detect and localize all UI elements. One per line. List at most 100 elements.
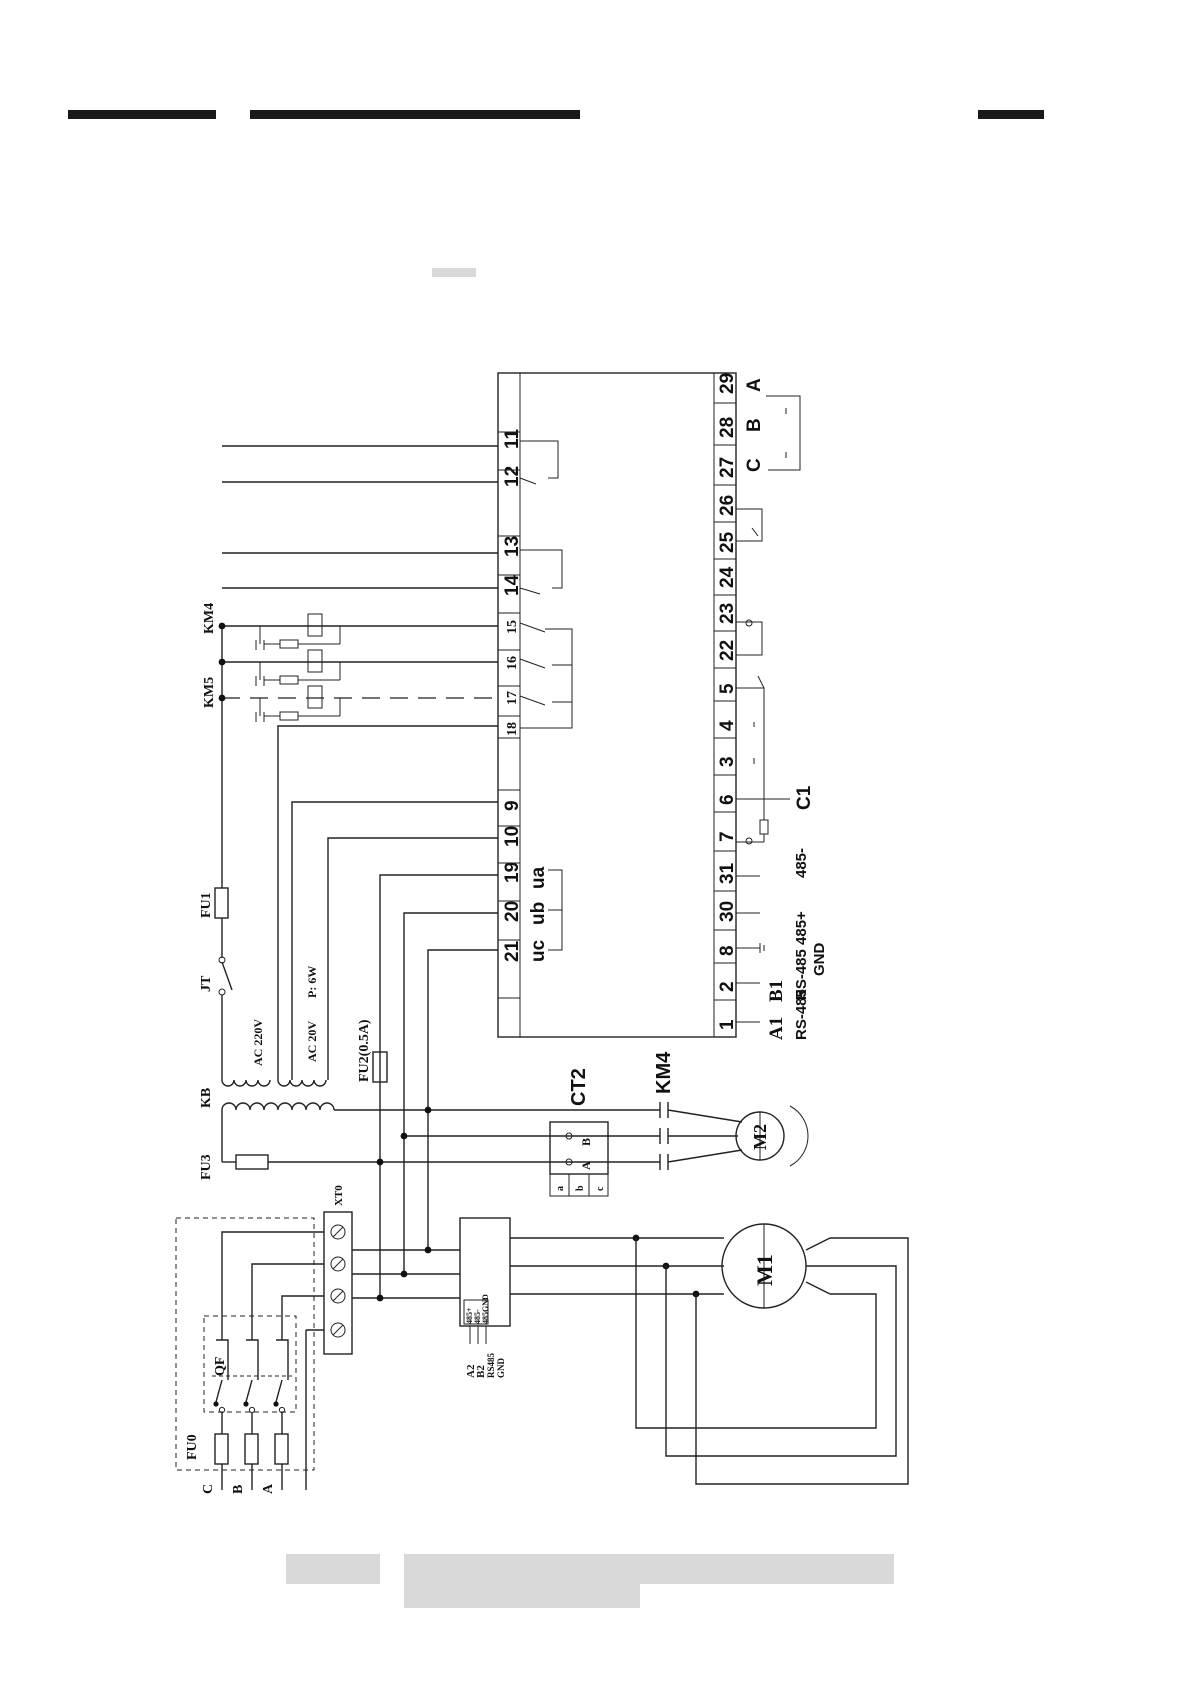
terminal-23: 23 xyxy=(717,603,738,624)
label-ua: ua xyxy=(528,866,549,889)
redacted-caption-b xyxy=(404,1554,894,1584)
terminal-28: 28 xyxy=(717,417,738,438)
module-label-gnd: GND xyxy=(496,1358,506,1379)
terminal-16: 16 xyxy=(505,656,520,670)
label-m2: M2 xyxy=(750,1124,770,1150)
terminal-12: 12 xyxy=(502,466,523,487)
internal-relays xyxy=(519,440,573,729)
label-B: B xyxy=(744,418,765,432)
ct-label-B: B xyxy=(579,1138,593,1146)
top-terminal-numbers: 29 28 27 26 25 24 23 22 5 4 3 6 7 31 30 … xyxy=(714,373,738,1030)
ct-label-b: b xyxy=(575,1185,586,1191)
label-km4-top: KM4 xyxy=(202,603,217,634)
fuse-fu2 xyxy=(372,1051,388,1083)
label-km4-motor: KM4 xyxy=(653,1051,675,1094)
terminal-20: 20 xyxy=(502,901,523,922)
label-fu3: FU3 xyxy=(199,1154,214,1180)
label-rs485-485plus: RS-485 485+ xyxy=(793,911,810,1000)
label-ac20: AC 20V xyxy=(305,1021,319,1062)
control-wiring: KM4 KM5 FU1 JT AC 220V AC 20V P: 6W FU2(… xyxy=(199,445,498,1298)
terminal-9: 9 xyxy=(502,800,523,811)
header-bar-left xyxy=(68,110,216,119)
monitor-module xyxy=(459,1217,511,1327)
terminal-18: 18 xyxy=(505,722,520,736)
coil-km4 xyxy=(255,613,341,650)
terminal-24: 24 xyxy=(717,566,738,588)
label-ac220: AC 220V xyxy=(251,1019,265,1066)
redacted-caption-c xyxy=(404,1584,640,1608)
terminal-14: 14 xyxy=(502,574,523,596)
voltage-inputs: ua ub uc xyxy=(528,866,563,962)
label-485-minus: 485- xyxy=(793,848,810,878)
label-B1: B1 xyxy=(766,980,787,1002)
terminal-4: 4 xyxy=(717,720,738,731)
terminal-3: 3 xyxy=(717,756,738,767)
terminal-25: 25 xyxy=(717,531,738,553)
label-xt0: XT0 xyxy=(333,1185,345,1206)
terminal-7: 7 xyxy=(717,831,738,842)
label-A1: A1 xyxy=(766,1017,787,1040)
transformer-kb: KB FU3 xyxy=(199,1079,428,1180)
fuse-fu3 xyxy=(235,1154,269,1170)
phase-label-B: B xyxy=(231,1485,246,1494)
fuse-fu1 xyxy=(214,887,229,919)
terminal-22: 22 xyxy=(717,640,738,661)
coil-km5-a xyxy=(255,649,341,686)
motor-m1-branch: 485+ 485- 485GND A2 B2 RS485 GND M1 xyxy=(352,1217,909,1485)
terminal-11: 11 xyxy=(502,428,523,449)
terminal-26: 26 xyxy=(717,495,738,516)
terminal-21: 21 xyxy=(502,940,523,962)
ct-label-a: a xyxy=(555,1186,566,1191)
phase-label-A: A xyxy=(261,1483,276,1494)
header-bar-center xyxy=(250,110,580,119)
terminal-19: 19 xyxy=(502,862,523,883)
controller-device xyxy=(497,372,737,1038)
label-fu0: FU0 xyxy=(185,1434,200,1460)
abc-sensing: A B C C1 485- RS-485 485+ GND B1 A1 xyxy=(736,378,828,1040)
label-C1: C1 xyxy=(794,785,815,810)
label-kb: KB xyxy=(199,1088,214,1108)
terminal-2: 2 xyxy=(717,981,738,992)
terminal-1: 1 xyxy=(717,1019,738,1030)
terminal-17: 17 xyxy=(505,691,520,705)
module-label-rs485: RS485 xyxy=(486,1352,496,1378)
header-bar-right xyxy=(978,110,1044,119)
label-ub: ub xyxy=(528,902,549,925)
terminal-27: 27 xyxy=(717,457,738,478)
left-terminal-numbers: 11 12 13 14 15 16 17 18 9 10 19 20 21 xyxy=(498,428,523,962)
module-label-b2: B2 xyxy=(475,1365,487,1378)
terminal-29: 29 xyxy=(717,373,738,394)
label-m1: M1 xyxy=(752,1254,777,1286)
module-pin-485plus: 485+ xyxy=(465,1307,474,1324)
qf-fu0-enclosure xyxy=(175,1217,315,1471)
label-ct2: CT2 xyxy=(568,1068,590,1106)
terminal-31: 31 xyxy=(717,862,738,884)
terminal-10: 10 xyxy=(502,826,523,847)
coil-km5-b xyxy=(255,685,341,722)
xt0-block xyxy=(323,1211,353,1355)
terminal-15: 15 xyxy=(505,620,520,634)
label-qf: QF xyxy=(213,1357,228,1376)
label-km5: KM5 xyxy=(202,677,217,708)
ct-label-A: A xyxy=(579,1161,593,1170)
module-pin-485gnd: 485GND xyxy=(481,1294,490,1324)
terminal-30: 30 xyxy=(717,901,738,922)
label-uc: uc xyxy=(528,939,549,962)
motor-m2-branch: a b c B A CT2 KM4 M2 xyxy=(376,1051,809,1197)
label-A: A xyxy=(744,378,765,392)
phase-label-C: C xyxy=(201,1484,216,1494)
label-rs485: RS-485 xyxy=(793,989,810,1040)
supply-section: XT0 QF FU0 C B A xyxy=(175,1185,353,1494)
redacted-caption-a xyxy=(286,1554,380,1584)
label-C: C xyxy=(744,458,765,472)
ct-label-c: c xyxy=(595,1186,606,1191)
terminal-13: 13 xyxy=(502,536,523,557)
label-jt: JT xyxy=(199,975,214,992)
label-power: P: 6W xyxy=(305,966,319,998)
terminal-5: 5 xyxy=(717,683,738,694)
label-fu1: FU1 xyxy=(199,892,214,918)
terminal-6: 6 xyxy=(717,794,738,805)
module-pin-485minus: 485- xyxy=(473,1309,482,1324)
module-label-a2: A2 xyxy=(465,1364,477,1378)
